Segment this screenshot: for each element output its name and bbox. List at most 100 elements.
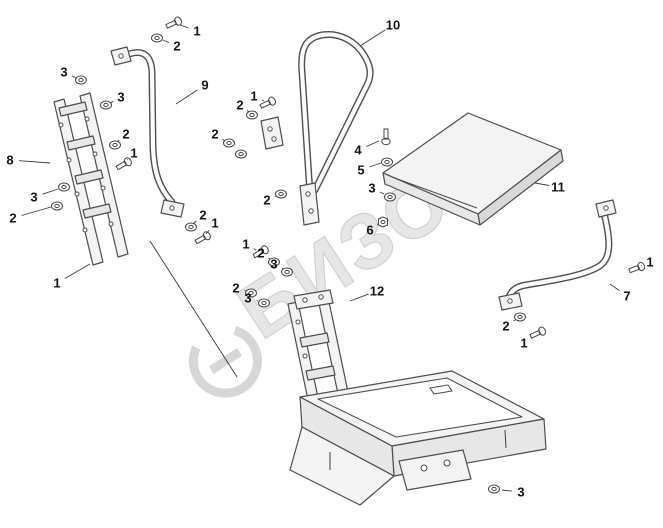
callout-label-3: 3	[368, 181, 375, 196]
callout-label-5: 5	[357, 163, 364, 178]
handrail-part9	[110, 46, 185, 218]
callout-label-2: 2	[211, 127, 218, 142]
callout-label-3: 3	[30, 190, 37, 205]
callout-label-7: 7	[623, 289, 630, 304]
callout-label-2: 2	[9, 211, 16, 226]
leader-line	[275, 195, 278, 198]
callout-label-1: 1	[646, 255, 653, 270]
washer-icon	[151, 33, 163, 43]
washer-icon	[246, 110, 258, 120]
washer-icon	[75, 75, 87, 85]
nut-icon	[378, 216, 388, 228]
leader-line	[268, 257, 271, 260]
washer-icon	[488, 484, 500, 494]
callout-label-2: 2	[263, 193, 270, 208]
leader-line	[222, 138, 226, 142]
callout-label-10: 10	[386, 18, 400, 33]
callout-label-2: 2	[173, 39, 180, 54]
washer-icon	[185, 222, 197, 232]
leader-line	[175, 89, 198, 105]
leader-line	[609, 283, 620, 292]
callout-label-3: 3	[117, 90, 124, 105]
callout-label-2: 2	[236, 98, 243, 113]
callout-label-1: 1	[53, 276, 60, 291]
washer-icon	[58, 182, 70, 192]
leader-line	[366, 140, 380, 147]
bolt-icon	[258, 95, 278, 111]
washer-icon	[384, 192, 396, 202]
callout-label-12: 12	[370, 284, 384, 299]
leader-line	[369, 162, 382, 168]
callout-label-3: 3	[517, 485, 524, 500]
washer-icon	[109, 140, 121, 150]
washer-icon	[281, 267, 293, 277]
bolt-icon	[164, 15, 184, 31]
washer-icon	[51, 201, 63, 211]
washer-icon	[235, 149, 247, 159]
callout-label-2: 2	[257, 246, 264, 261]
washer-icon	[381, 157, 393, 167]
callout-label-3: 3	[60, 65, 67, 80]
callout-label-1: 1	[250, 89, 257, 104]
bolt-icon	[381, 128, 391, 146]
support-frame	[289, 370, 547, 506]
callout-label-2: 2	[232, 281, 239, 296]
leader-line	[376, 223, 379, 225]
leader-line	[379, 191, 385, 195]
handrail-part10	[298, 30, 374, 226]
callout-label-9: 9	[201, 78, 208, 93]
leader-line	[21, 206, 52, 216]
leader-line	[109, 100, 114, 104]
watermark-logo-bar	[208, 348, 243, 375]
leader-line	[179, 24, 189, 29]
callout-label-1: 1	[211, 216, 218, 231]
callout-label-2: 2	[502, 319, 509, 334]
leader-line	[359, 29, 386, 47]
leader-line	[261, 99, 265, 102]
callout-label-1: 1	[242, 237, 249, 252]
leader-line	[501, 489, 513, 492]
leader-line	[281, 268, 284, 270]
bolt-icon	[627, 260, 647, 276]
leader-line	[192, 220, 197, 225]
leader-line	[18, 160, 51, 164]
callout-label-11: 11	[551, 180, 565, 195]
callout-label-4: 4	[354, 143, 362, 158]
washer-icon	[514, 312, 526, 322]
watermark-logo-icon	[188, 324, 262, 398]
washer-icon	[223, 138, 235, 148]
leader-line	[534, 182, 550, 186]
leader-line-assembly	[149, 240, 238, 378]
callout-label-1: 1	[193, 24, 200, 39]
mount-bracket-upper	[260, 116, 284, 150]
handrail-part7	[498, 199, 617, 311]
leader-line	[513, 319, 516, 322]
bolt-icon	[528, 325, 548, 341]
callout-label-3: 3	[244, 291, 251, 306]
callout-label-2: 2	[122, 127, 129, 142]
leader-line	[349, 293, 369, 302]
callout-label-1: 1	[520, 336, 527, 351]
callout-label-6: 6	[366, 223, 373, 238]
leader-line	[126, 159, 128, 161]
leader-line	[253, 248, 257, 251]
washer-icon	[275, 189, 287, 199]
leader-line	[530, 335, 532, 337]
leader-line	[71, 75, 77, 79]
leader-line	[42, 188, 59, 195]
leader-line	[116, 139, 120, 143]
washer-icon	[258, 298, 270, 308]
callout-label-3: 3	[270, 257, 277, 272]
washer-icon	[100, 100, 112, 110]
leader-line	[246, 110, 250, 113]
callout-label-8: 8	[6, 153, 13, 168]
leader-line	[205, 229, 210, 235]
leader-line	[64, 263, 91, 279]
callout-label-1: 1	[130, 146, 137, 161]
leader-line	[162, 39, 169, 43]
ladder-frame-part8	[53, 92, 129, 266]
callout-label-2: 2	[199, 208, 206, 223]
